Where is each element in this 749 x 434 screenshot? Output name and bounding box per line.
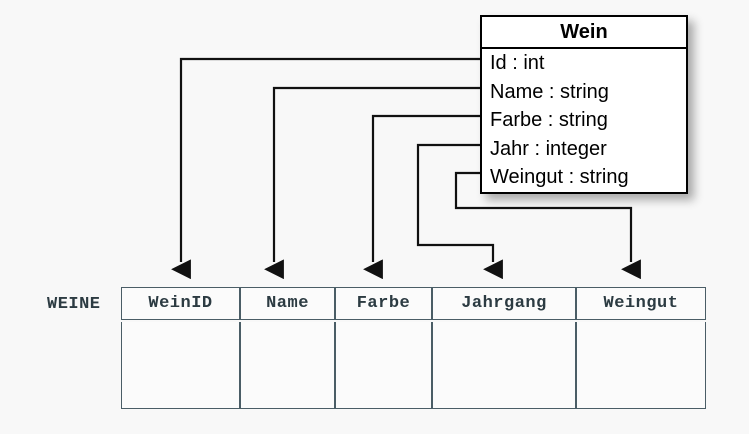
table-cell[interactable] [335,322,432,409]
table-column-header[interactable]: Weingut [576,287,706,320]
connector-jahr-to-jahrgang [416,143,503,280]
relation-name-label: WEINE [47,295,101,314]
uml-attribute-list: Id : int Name : string Farbe : string Ja… [482,49,686,192]
connector-weingut-to-weingut [454,171,641,280]
table-cell[interactable] [240,322,335,409]
uml-attribute: Id : int [490,52,545,74]
connector-id-to-weinid [171,57,480,280]
uml-attribute: Weingut : string [490,166,629,189]
connector-farbe-to-farbe [363,114,480,280]
connector-name-to-name [264,86,480,280]
table-column-header[interactable]: Jahrgang [432,287,576,320]
table-cell[interactable] [121,322,240,409]
table-cell[interactable] [576,322,706,409]
uml-attribute: Name : string [490,80,609,103]
table-column-header[interactable]: WeinID [121,287,240,320]
table-column-header[interactable]: Farbe [335,287,432,320]
table-column-header[interactable]: Name [240,287,335,320]
table-row [121,322,706,409]
uml-attribute: Jahr : integer [490,137,607,160]
uml-class-name: Wein [482,17,686,49]
table-header-row: WeinID Name Farbe Jahrgang Weingut [121,287,706,320]
uml-attribute: Farbe : string [490,109,608,132]
uml-class-box[interactable]: Wein Id : int Name : string Farbe : stri… [480,15,688,194]
table-cell[interactable] [432,322,576,409]
relation-table: WeinID Name Farbe Jahrgang Weingut [121,287,706,409]
